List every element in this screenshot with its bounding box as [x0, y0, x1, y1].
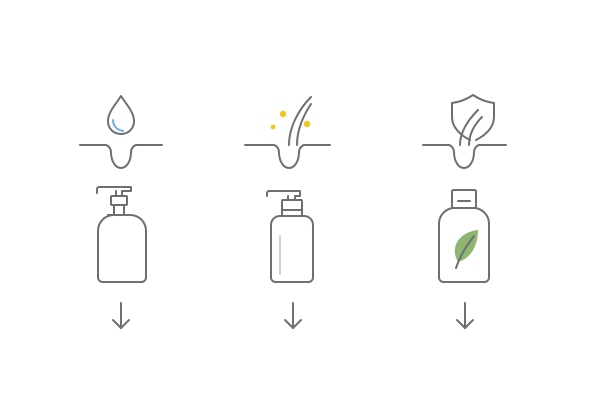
step-1	[79, 95, 163, 329]
shield-protected-hair-icon	[422, 94, 507, 169]
arrow-down-icon	[112, 302, 130, 329]
step-3	[422, 94, 507, 329]
slim-pump-bottle-icon	[266, 190, 314, 283]
arrow-down-icon	[284, 302, 302, 329]
hair-with-particles-icon	[244, 96, 331, 169]
water-drop-on-scalp-icon	[79, 95, 163, 169]
step-2	[244, 96, 331, 329]
leaf-bottle-icon	[438, 189, 490, 283]
arrow-down-icon	[456, 302, 474, 329]
pump-bottle-icon	[96, 186, 147, 283]
